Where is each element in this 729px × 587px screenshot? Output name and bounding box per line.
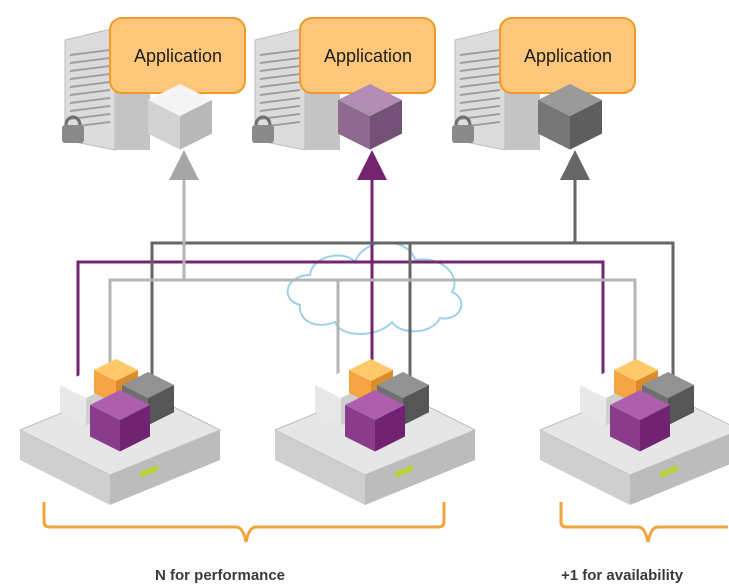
application-label: Application — [134, 46, 222, 66]
storage-node — [18, 359, 222, 505]
network-cloud-icon — [286, 241, 463, 335]
application-cube — [338, 84, 402, 150]
server-vent — [259, 81, 301, 88]
connection-lines — [76, 150, 675, 378]
storage-cube-purple — [90, 390, 150, 452]
application-cube — [538, 84, 602, 150]
application-server: Application — [452, 17, 636, 151]
server-vent — [459, 97, 501, 104]
server-vent — [259, 65, 301, 72]
server-vent — [259, 73, 301, 80]
status-led — [140, 464, 158, 478]
server-vent — [459, 105, 501, 112]
server-vent — [69, 97, 111, 104]
availability-label: +1 for availability — [561, 567, 684, 584]
status-led — [660, 464, 678, 478]
lock-icon — [452, 115, 474, 143]
server-vent — [259, 105, 301, 112]
server-vent — [69, 73, 111, 80]
server-vent — [459, 81, 501, 88]
application-server: Application — [62, 17, 246, 151]
application-label: Application — [524, 46, 612, 66]
server-vent — [69, 89, 111, 96]
connection-line — [108, 278, 637, 378]
server-vent — [259, 89, 301, 96]
server-vent — [459, 49, 501, 56]
status-led — [395, 464, 413, 478]
application-cube — [148, 84, 212, 150]
application-servers: Application Application Application — [62, 17, 636, 151]
server-vent — [459, 73, 501, 80]
availability-bracket — [559, 502, 728, 543]
storage-cube-purple — [610, 390, 670, 452]
connection-line — [150, 241, 675, 378]
server-vent — [259, 97, 301, 104]
server-vent — [259, 57, 301, 64]
storage-node — [538, 359, 729, 505]
server-vent — [459, 57, 501, 64]
server-vent — [69, 49, 111, 56]
server-vent — [259, 49, 301, 56]
storage-cube-purple — [345, 390, 405, 452]
server-vent — [69, 81, 111, 88]
server-vent — [69, 105, 111, 112]
performance-bracket — [42, 502, 446, 543]
application-server: Application — [252, 17, 436, 151]
server-vent — [459, 89, 501, 96]
server-vent — [459, 65, 501, 72]
performance-label: N for performance — [155, 567, 286, 584]
lock-icon — [252, 115, 274, 143]
connection-line — [76, 260, 605, 378]
server-vent — [69, 65, 111, 72]
storage-node — [273, 359, 477, 505]
server-vent — [69, 57, 111, 64]
lock-icon — [62, 115, 84, 143]
storage-nodes — [18, 359, 729, 505]
application-label: Application — [324, 46, 412, 66]
